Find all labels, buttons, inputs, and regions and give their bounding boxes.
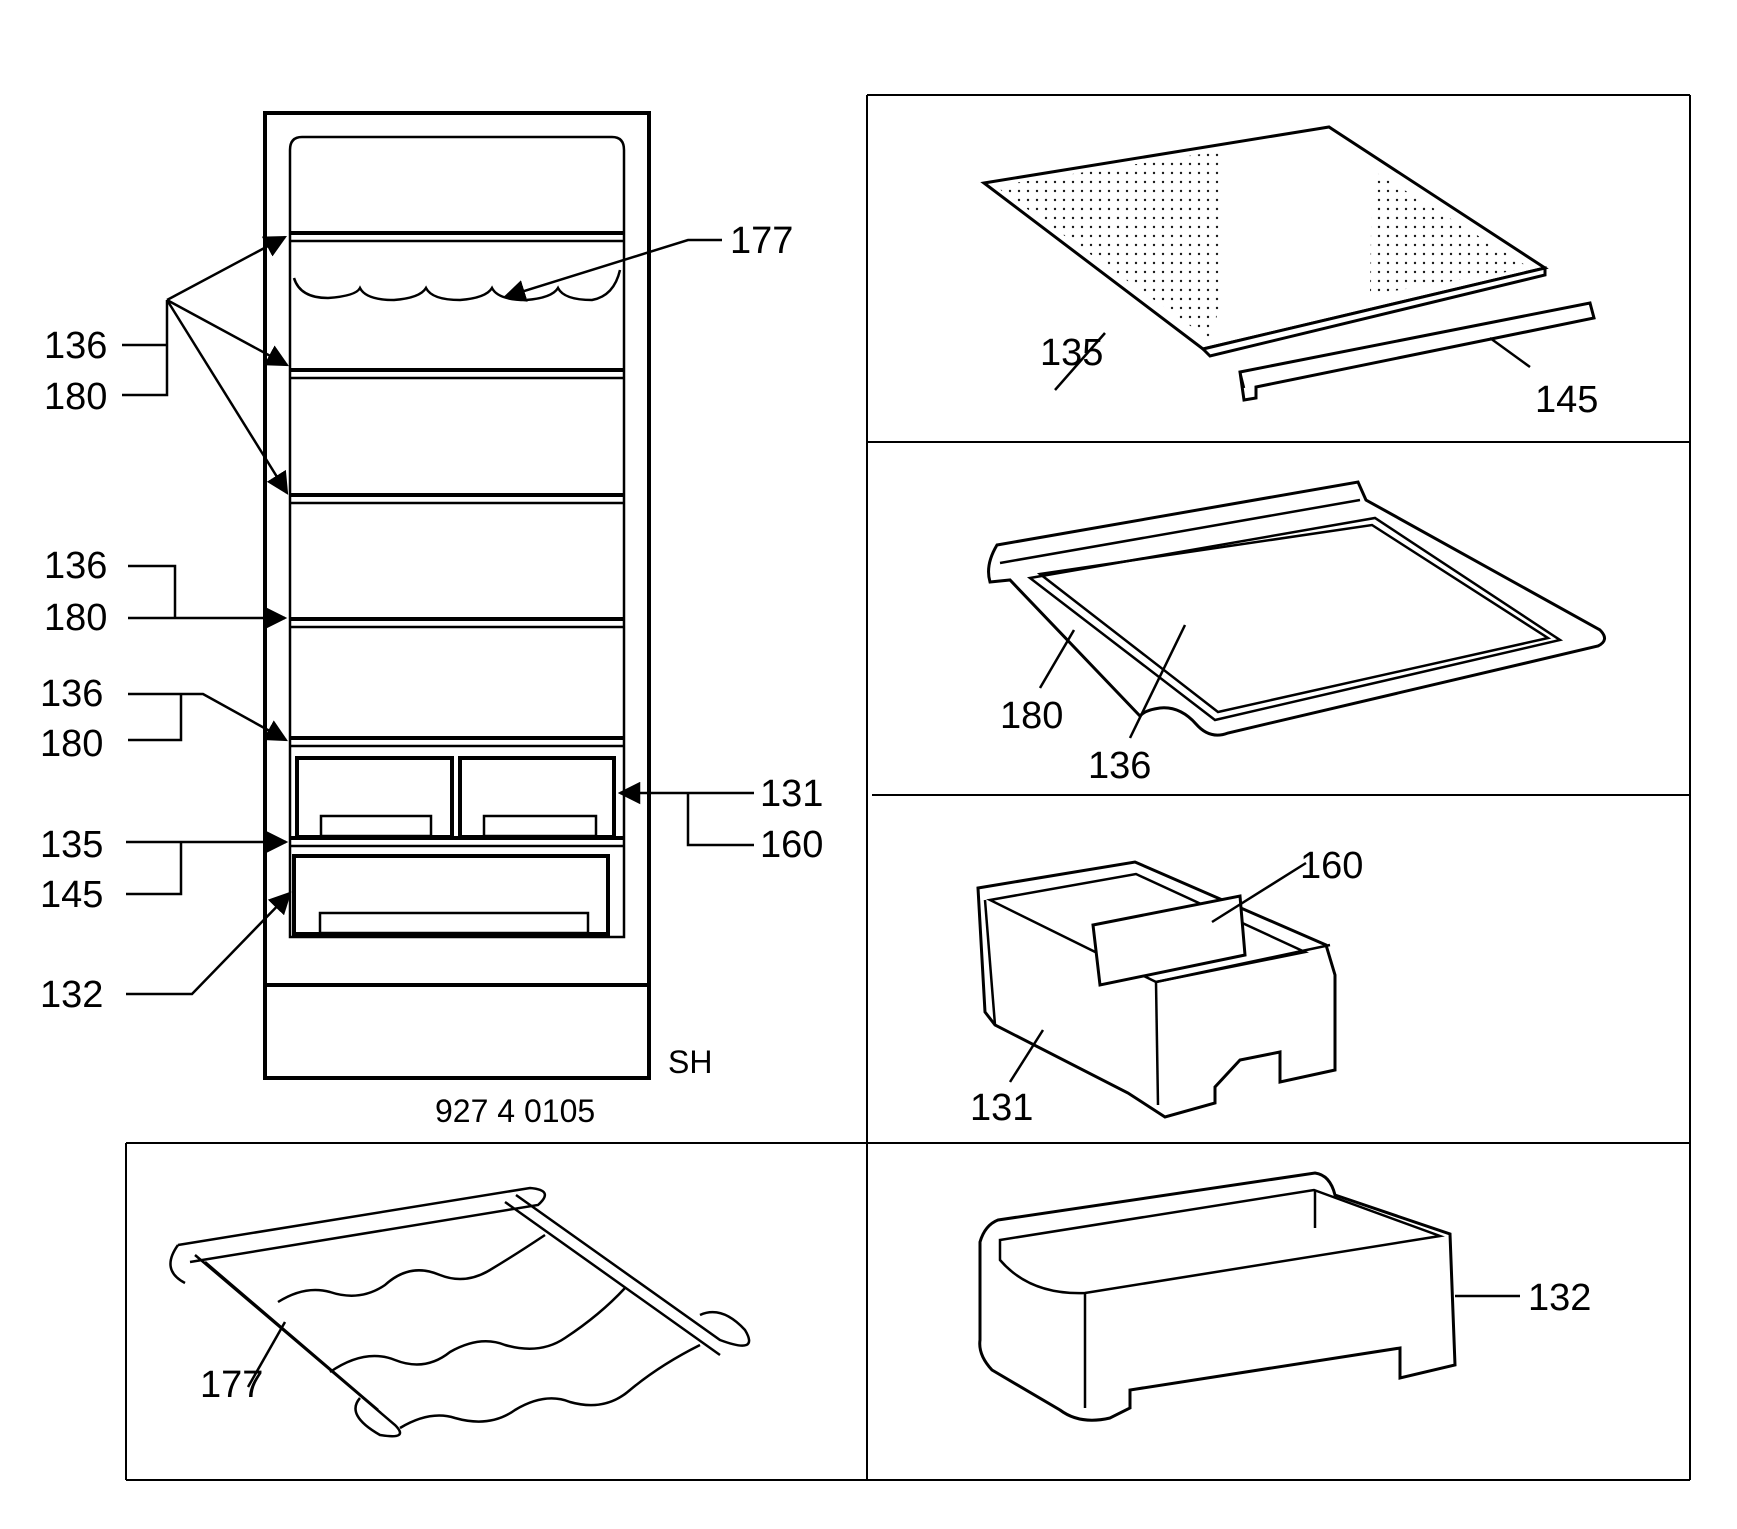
label-180-top: 180 [44, 376, 107, 418]
label-132-detail: 132 [1528, 1277, 1591, 1319]
framed-shelf-part: 180 136 [987, 480, 1606, 787]
label-131-detail: 131 [970, 1087, 1033, 1129]
fridge-leader-lines [122, 235, 754, 996]
label-180-lower: 180 [40, 723, 103, 765]
panel-frames [125, 94, 1691, 1481]
label-131: 131 [760, 773, 823, 815]
label-136-top: 136 [44, 325, 107, 367]
label-177: 177 [730, 220, 793, 262]
label-145-detail: 145 [1535, 379, 1598, 421]
drawing-number: 927 4 0105 [435, 1093, 595, 1129]
label-160-detail: 160 [1300, 845, 1363, 887]
label-145: 145 [40, 874, 103, 916]
label-180-detail: 180 [1000, 695, 1063, 737]
label-160: 160 [760, 824, 823, 866]
label-136-lower: 136 [40, 673, 103, 715]
label-135-detail: 135 [1040, 332, 1103, 374]
fridge-cabinet [263, 111, 651, 1080]
label-135: 135 [40, 824, 103, 866]
large-drawer-part: 132 [978, 1171, 1591, 1422]
label-132: 132 [40, 974, 103, 1016]
label-177-detail: 177 [200, 1364, 263, 1406]
glass-shelf-part: 135 145 [980, 125, 1598, 421]
label-136-detail: 136 [1088, 745, 1151, 787]
model-code: SH [668, 1044, 712, 1080]
crisper-part: 160 131 [970, 845, 1363, 1129]
fridge-labels: 136 180 136 180 136 180 135 145 132 177 … [40, 220, 823, 1129]
label-136-middle: 136 [44, 545, 107, 587]
bottle-rack-part: 177 [169, 1186, 751, 1438]
label-180-middle: 180 [44, 597, 107, 639]
